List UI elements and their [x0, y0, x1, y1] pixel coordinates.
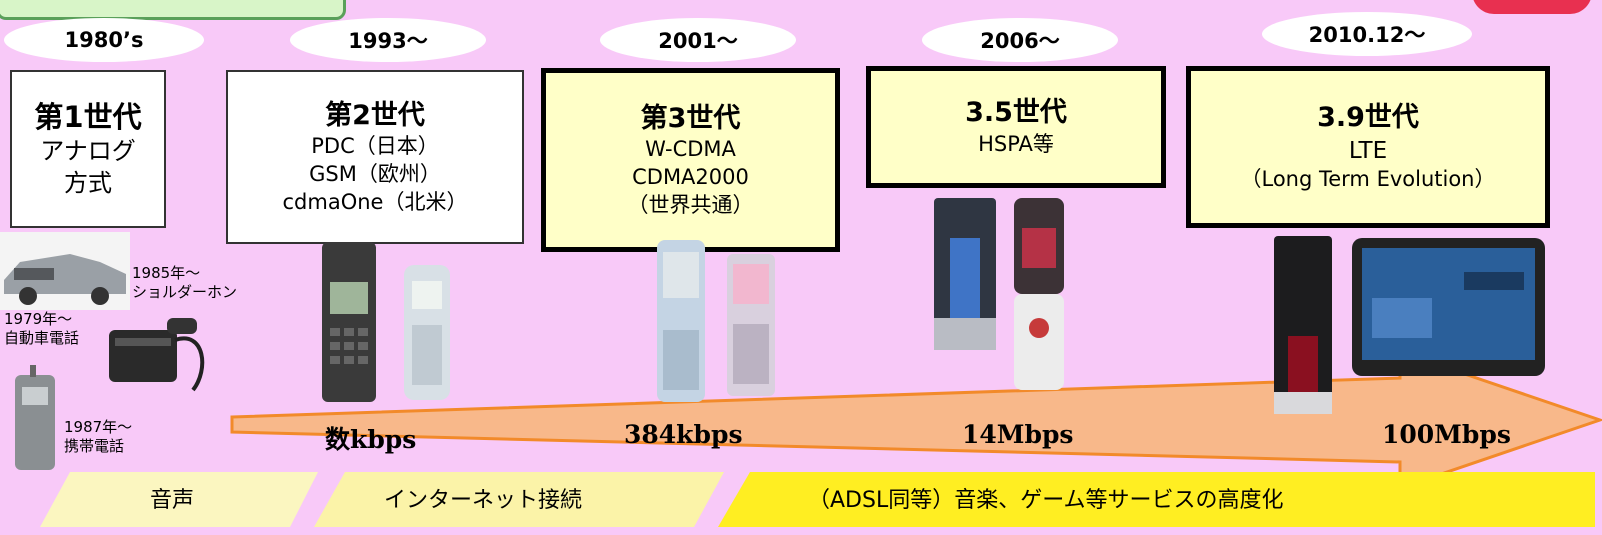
top-left-tab — [0, 0, 346, 20]
band-voice — [40, 472, 318, 527]
generation-title: 第2世代 — [325, 99, 425, 131]
tablet-lte-image — [1352, 238, 1545, 376]
generation-line: CDMA2000 — [632, 164, 749, 189]
speed-label: 384kbps — [624, 420, 743, 449]
generation-title: 第1世代 — [34, 100, 142, 135]
service-label-voice: 音声 — [150, 488, 195, 513]
speed-label: 100Mbps — [1382, 420, 1511, 449]
shoulder-phone-image — [109, 318, 205, 392]
phone-3g-pink-image — [727, 254, 775, 396]
generation-3-9-box: 3.9世代 LTE （Long Term Evolution） — [1186, 66, 1550, 228]
caption-car: 1979年～ 自動車電話 — [4, 310, 79, 348]
service-label-advanced: （ADSL同等）音楽、ゲーム等サービスの高度化 — [808, 488, 1284, 513]
datacard-lte-image — [1274, 236, 1332, 414]
generation-title: 第3世代 — [640, 102, 741, 134]
generation-3-5-box: 3.5世代 HSPA等 — [866, 66, 1166, 188]
era-2001: 2001～ — [600, 18, 796, 62]
generation-3-box: 第3世代 W-CDMA CDMA2000 （世界共通） — [541, 68, 840, 252]
caption-shoulder: 1985年～ ショルダーホン — [132, 264, 237, 302]
datacard-3-5g-image — [934, 198, 996, 350]
generation-line: cdmaOne（北米） — [282, 189, 468, 214]
generation-line: LTE — [1348, 137, 1388, 164]
generation-line: 方式 — [64, 169, 112, 198]
generation-title: 3.9世代 — [1317, 102, 1419, 134]
phone-2g-silver-image — [404, 265, 450, 400]
top-right-tab — [1472, 0, 1592, 14]
caption-name: ショルダーホン — [132, 282, 238, 301]
phone-2g-dark-image — [322, 242, 376, 402]
generation-line: W-CDMA — [645, 137, 736, 162]
caption-year: 1979年～ — [4, 310, 73, 328]
generation-line: GSM（欧州） — [309, 161, 441, 186]
generation-line: （Long Term Evolution） — [1240, 167, 1496, 192]
generation-1-box: 第1世代 アナログ 方式 — [10, 70, 166, 228]
era-1993: 1993～ — [290, 18, 486, 62]
service-label-internet: インターネット接続 — [384, 488, 583, 513]
generation-title: 3.5世代 — [965, 97, 1067, 129]
band-services — [718, 472, 1595, 527]
phone-3-5g-image — [1014, 198, 1064, 390]
portable-phone-image — [15, 365, 55, 470]
caption-portable: 1987年～ 携帯電話 — [64, 418, 132, 456]
era-2006: 2006～ — [922, 18, 1118, 62]
era-2010: 2010.12～ — [1262, 12, 1472, 56]
caption-name: 携帯電話 — [64, 436, 125, 455]
generation-line: （世界共通） — [627, 192, 754, 217]
generation-2-box: 第2世代 PDC（日本） GSM（欧州） cdmaOne（北米） — [226, 70, 524, 244]
band-internet — [314, 472, 724, 527]
caption-year: 1985年～ — [132, 264, 201, 282]
speed-label: 14Mbps — [962, 420, 1074, 449]
era-1980s: 1980’s — [4, 18, 204, 62]
generation-line: HSPA等 — [978, 131, 1054, 156]
generation-line: PDC（日本） — [311, 134, 439, 159]
caption-name: 自動車電話 — [4, 328, 80, 347]
speed-label: 数kbps — [325, 425, 417, 454]
caption-year: 1987年～ — [64, 418, 133, 436]
generation-line: アナログ — [40, 137, 136, 166]
car-image — [0, 232, 130, 310]
phone-3g-flip-image — [657, 240, 705, 402]
